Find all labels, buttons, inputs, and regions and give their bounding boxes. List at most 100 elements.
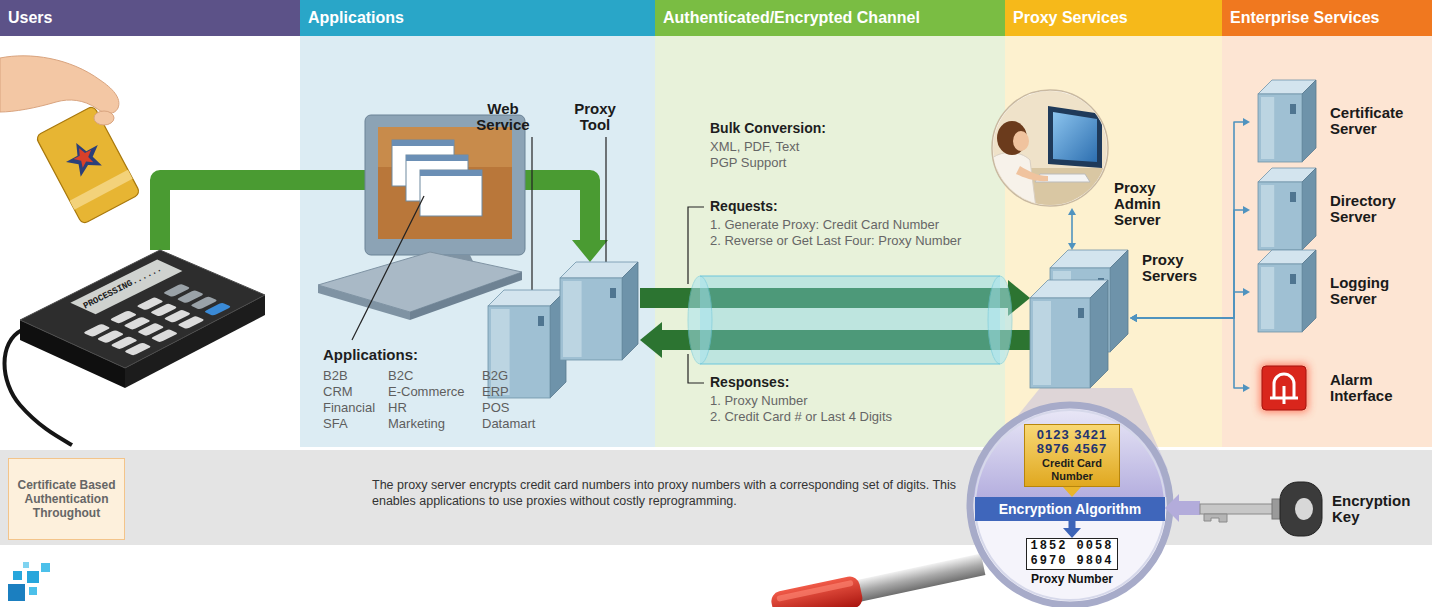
note-text: Certificate Based Authentication Through…	[15, 478, 118, 520]
connector-line	[1136, 292, 1245, 318]
admin-workstation-shape	[1053, 112, 1097, 162]
column-band: Enterprise ServicesCertificate ServerDir…	[1222, 0, 1432, 447]
computer	[406, 155, 468, 161]
server-box-shape	[1250, 168, 1320, 252]
server-box-shape	[1261, 97, 1274, 159]
computer	[378, 127, 512, 239]
magnifier-lens	[975, 410, 1165, 600]
key-shape	[1200, 504, 1274, 514]
server-heading: Proxy Tool	[565, 101, 625, 133]
arrow-head	[1068, 243, 1076, 250]
server-box-shape	[560, 278, 622, 360]
key-shape	[1200, 470, 1330, 545]
server-box-shape	[538, 316, 544, 326]
pos-terminal-shape	[20, 250, 265, 368]
server-box: Web Service	[488, 290, 568, 400]
arrow-head	[572, 240, 608, 262]
server-heading: Web Service	[468, 101, 538, 133]
credit-card	[35, 105, 140, 224]
connector	[1130, 288, 1250, 322]
admin-workstation-shape	[1048, 106, 1102, 168]
encrypted-tunnel	[700, 276, 1000, 277]
algorithm-band: Encryption Algorithm	[975, 497, 1165, 521]
server-box: Directory Server	[1250, 168, 1428, 253]
arrow-head	[1165, 494, 1179, 522]
server-cluster-shape	[1090, 280, 1108, 388]
server-label: Logging Server	[1330, 275, 1426, 307]
arrow-head	[1243, 206, 1250, 214]
magnifier-lens	[970, 405, 1170, 605]
card-digits: 0123 3421 8976 4567	[1029, 428, 1115, 456]
column-ground	[300, 36, 655, 447]
server-box: Logging Server	[1250, 250, 1428, 335]
admin-workstation-shape	[990, 88, 1110, 208]
server-box-shape	[1261, 267, 1274, 329]
computer	[365, 115, 525, 255]
application-item: POS	[482, 400, 509, 416]
server-box-shape	[1290, 274, 1296, 284]
server-heading: Proxy Admin Server	[1114, 180, 1186, 228]
credit-card	[35, 105, 140, 224]
column-band: Proxy ServicesProxy Admin ServerProxy Se…	[1005, 0, 1222, 447]
alarm-shape	[1262, 366, 1306, 410]
server-box-shape	[622, 262, 638, 360]
computer	[420, 170, 482, 216]
admin-workstation-shape	[1016, 166, 1048, 181]
server-box-shape	[560, 262, 640, 362]
server-box-shape	[1258, 94, 1302, 162]
leader-line	[605, 137, 606, 262]
connector	[1068, 208, 1076, 250]
leader-line	[688, 207, 704, 284]
arrow-head	[1063, 487, 1081, 497]
leader-line	[531, 137, 532, 290]
application-item: HR	[388, 400, 407, 416]
server-box-shape	[1250, 250, 1320, 334]
magnifier-handle	[770, 549, 987, 607]
strip-ground	[0, 450, 1432, 545]
server-label: Directory Server	[1330, 193, 1426, 225]
server-box-shape	[1258, 182, 1302, 250]
encrypted-tunnel	[700, 364, 1000, 365]
info-strip: The proxy server encrypts credit card nu…	[0, 450, 1432, 545]
admin-workstation-shape	[990, 88, 1110, 208]
connector-line	[1136, 318, 1245, 388]
server-heading: Proxy Servers	[1142, 252, 1216, 284]
algorithm-text: Encryption Algorithm	[975, 497, 1165, 521]
connector	[1063, 521, 1081, 538]
magnifier-handle	[776, 580, 854, 602]
card-number-box: 0123 3421 8976 4567Credit Card Number	[1024, 424, 1120, 487]
section-heading: Requests:	[710, 198, 778, 215]
magnifier-lens	[960, 400, 1180, 607]
section-item: 1. Generate Proxy: Credit Card Number	[710, 217, 939, 233]
server-box-shape	[488, 290, 568, 400]
connector-line	[1071, 214, 1073, 245]
application-item: B2B	[323, 368, 348, 384]
encrypted-tunnel	[688, 276, 712, 364]
card-caption: Credit Card Number	[1029, 457, 1115, 483]
section-item: PGP Support	[710, 155, 786, 171]
server-box-shape	[1290, 192, 1296, 202]
connector	[1063, 487, 1081, 497]
alarm-shape	[1283, 386, 1286, 404]
logo	[23, 562, 29, 568]
list-heading: Applications:	[323, 346, 418, 363]
proxy-caption: Proxy Number	[1022, 572, 1122, 586]
logo	[27, 571, 39, 583]
alarm-shape	[1260, 364, 1308, 412]
pos-terminal: PROCESSING......	[20, 250, 265, 410]
column-ground	[0, 36, 1432, 447]
pos-terminal-shape	[177, 316, 205, 329]
credit-card	[70, 144, 97, 170]
connector	[1165, 494, 1200, 522]
pos-terminal-shape	[151, 329, 179, 342]
pos-terminal-shape	[45, 259, 245, 355]
server-cluster-shape	[1078, 308, 1084, 318]
server-box-shape	[1302, 80, 1316, 162]
server-box: Certificate Server	[1250, 80, 1428, 165]
arrow-head	[1243, 288, 1250, 296]
logo	[13, 571, 22, 580]
column-header: Enterprise Services	[1222, 0, 1432, 36]
computer	[420, 170, 482, 176]
key-label: Encryption Key	[1332, 493, 1426, 525]
arrow-head	[1130, 314, 1137, 322]
